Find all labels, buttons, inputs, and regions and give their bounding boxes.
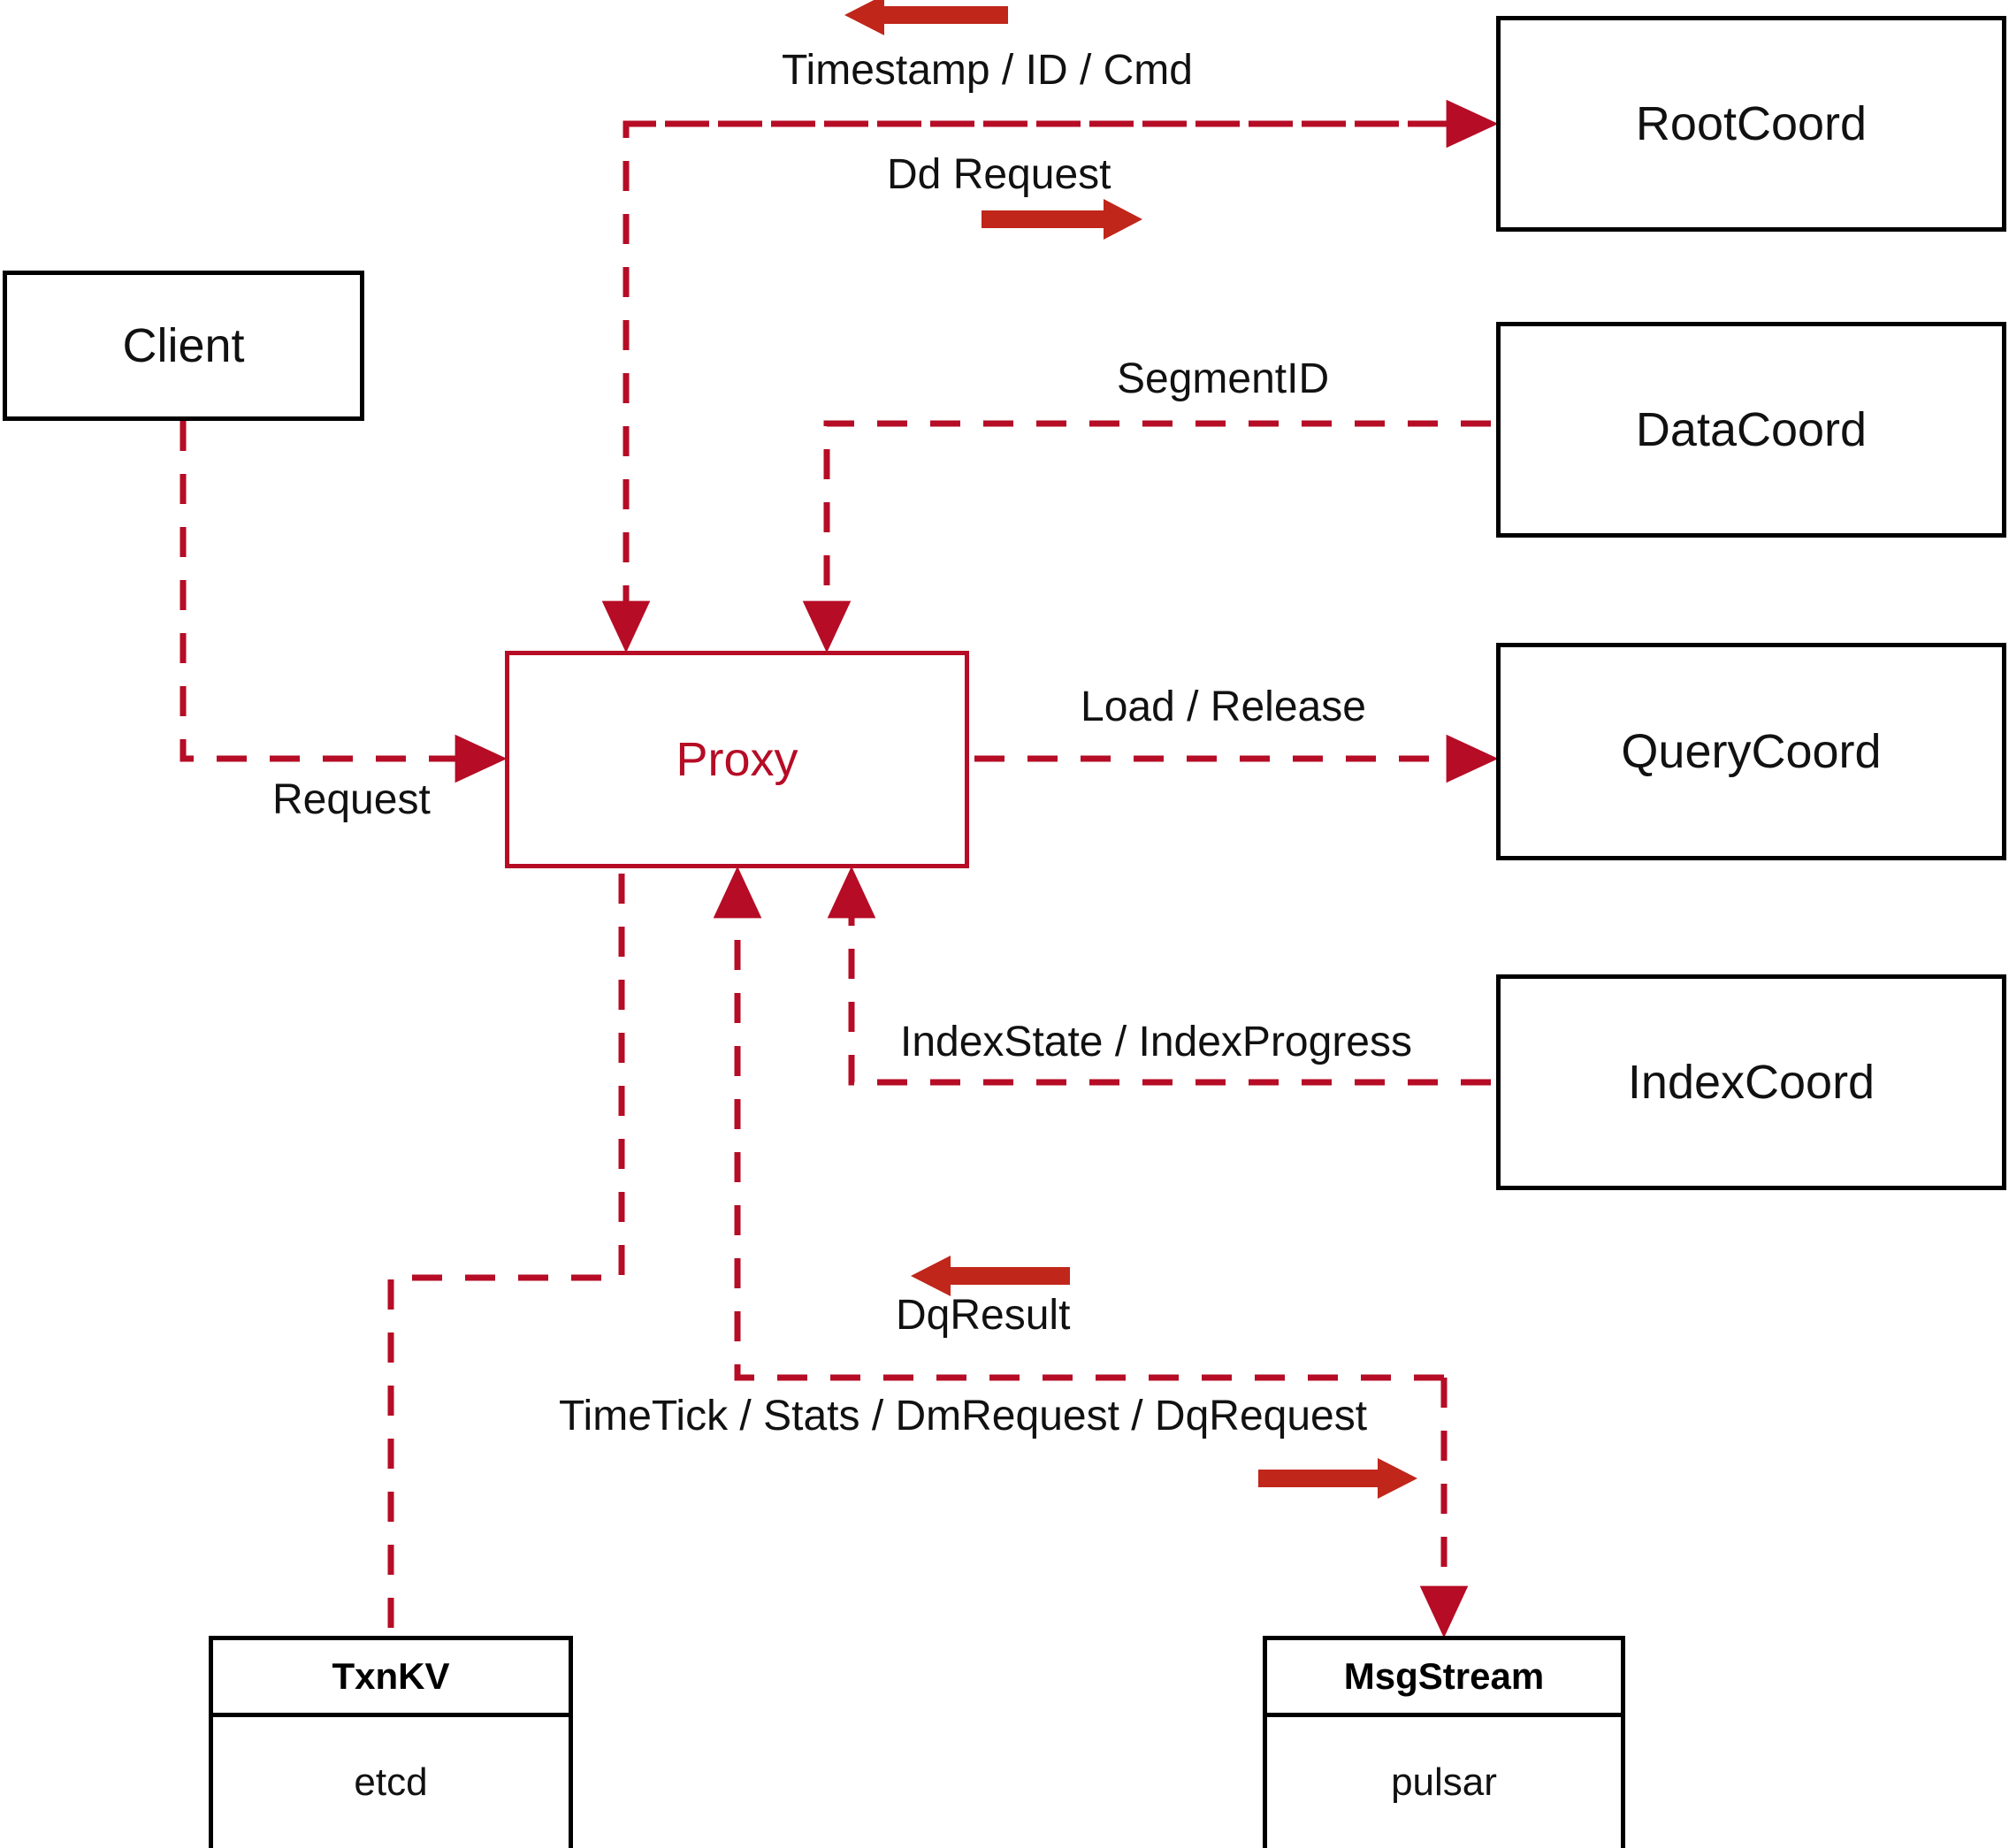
edge-label-dd-request: Dd Request	[887, 151, 1111, 198]
node-client[interactable]: Client	[3, 271, 364, 421]
node-datacoord[interactable]: DataCoord	[1496, 322, 2006, 538]
node-rootcoord[interactable]: RootCoord	[1496, 16, 2006, 232]
node-querycoord-label: QueryCoord	[1621, 725, 1882, 778]
node-txnkv-body: etcd	[354, 1760, 428, 1804]
edge-proxy-txnkv	[387, 874, 625, 1636]
node-indexcoord-label: IndexCoord	[1627, 1056, 1875, 1109]
arrow-timetick-right	[1258, 1458, 1417, 1499]
edge-label-timestamp-id-cmd: Timestamp / ID / Cmd	[782, 47, 1193, 94]
node-txnkv-header: TxnKV	[213, 1640, 569, 1717]
edge-rootcoord-proxy	[601, 120, 1491, 653]
edge-client-proxy	[180, 421, 508, 783]
node-indexcoord[interactable]: IndexCoord	[1496, 974, 2006, 1190]
node-querycoord[interactable]: QueryCoord	[1496, 643, 2006, 860]
node-msgstream-body: pulsar	[1391, 1760, 1497, 1804]
edge-msgstream-proxy	[713, 866, 1444, 1381]
edge-label-segmentid: SegmentID	[1117, 355, 1330, 402]
edge-indexcoord-proxy	[827, 866, 1491, 1086]
annotation-arrows	[844, 0, 1417, 1499]
edge-label-load-release: Load / Release	[1081, 683, 1366, 730]
edge-label-dq-result: DqResult	[896, 1292, 1071, 1339]
edge-datacoord-proxy	[802, 420, 1491, 653]
node-client-label: Client	[122, 319, 245, 372]
node-rootcoord-label: RootCoord	[1635, 97, 1868, 150]
arrow-timestamp-left	[844, 0, 1008, 35]
node-proxy-label: Proxy	[676, 733, 798, 786]
node-msgstream[interactable]: MsgStream pulsar	[1263, 1636, 1625, 1848]
node-proxy[interactable]: Proxy	[505, 651, 969, 868]
edge-label-request: Request	[272, 776, 431, 823]
node-txnkv[interactable]: TxnKV etcd	[209, 1636, 573, 1848]
node-msgstream-header: MsgStream	[1267, 1640, 1621, 1717]
edge-label-timetick-stats: TimeTick / Stats / DmRequest / DqRequest	[559, 1393, 1368, 1439]
arrow-dqresult-left	[911, 1256, 1070, 1296]
edge-label-index-state: IndexState / IndexProgress	[900, 1019, 1412, 1065]
node-datacoord-label: DataCoord	[1635, 403, 1868, 456]
arrow-dd-request-right	[982, 199, 1142, 240]
